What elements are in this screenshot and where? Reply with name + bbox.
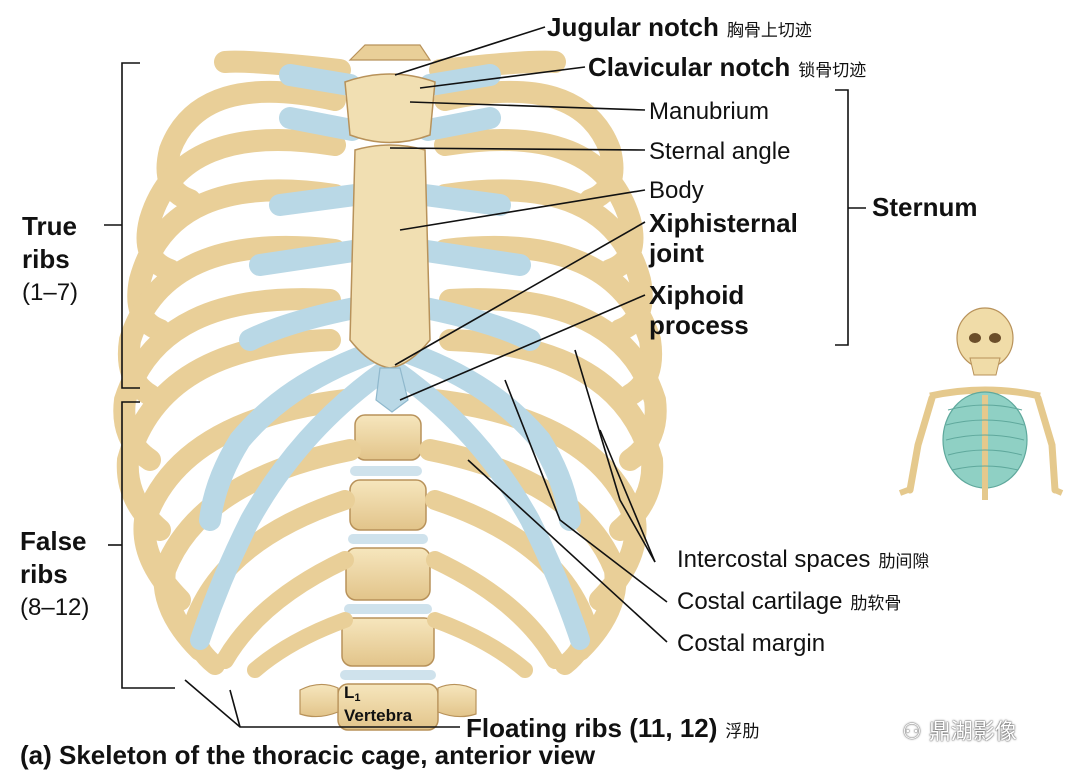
floating-ribs-cn: 浮肋	[725, 722, 759, 742]
clavicular-notch-cn: 锁骨切迹	[798, 61, 866, 81]
label-xiphisternal-joint: Xiphisternal joint	[649, 208, 798, 268]
vertebra-name: Vertebra	[344, 707, 412, 725]
figure-caption: (a) Skeleton of the thoracic cage, anter…	[20, 740, 595, 771]
label-body: Body	[649, 177, 704, 205]
xiphisternal-line1: Xiphisternal	[649, 208, 798, 238]
vertebra-prefix: L	[344, 683, 354, 702]
floating-ribs-text: Floating ribs (11, 12)	[466, 713, 717, 743]
jugular-notch-text: Jugular notch	[547, 12, 719, 42]
intercostal-spaces-cn: 肋间隙	[878, 552, 929, 572]
xiphoid-line2: process	[649, 310, 749, 340]
costal-cartilage-cn: 肋软骨	[850, 594, 901, 614]
label-xiphoid-process: Xiphoid process	[649, 280, 749, 340]
watermark: ⚇ 鼎湖影像	[902, 714, 1017, 746]
false-ribs-line2: ribs	[20, 558, 89, 591]
label-l1-vertebra: L1 Vertebra	[344, 684, 412, 725]
true-ribs-range: (1–7)	[22, 276, 78, 309]
skeleton-inset-figure	[900, 308, 1062, 500]
wechat-icon: ⚇	[902, 720, 929, 745]
true-ribs-line2: ribs	[22, 243, 78, 276]
label-manubrium: Manubrium	[649, 98, 769, 126]
label-false-ribs: False ribs (8–12)	[20, 525, 89, 624]
jugular-notch-cn: 胸骨上切迹	[727, 21, 812, 41]
label-true-ribs: True ribs (1–7)	[22, 210, 78, 309]
xiphisternal-line2: joint	[649, 238, 798, 268]
false-ribs-line1: False	[20, 525, 89, 558]
label-costal-margin: Costal margin	[677, 630, 825, 658]
clavicular-notch-text: Clavicular notch	[588, 52, 790, 82]
label-sternum: Sternum	[872, 192, 977, 223]
costal-cartilage-text: Costal cartilage	[677, 588, 842, 615]
label-clavicular-notch: Clavicular notch 锁骨切迹	[588, 52, 866, 83]
true-ribs-line1: True	[22, 210, 78, 243]
label-jugular-notch: Jugular notch 胸骨上切迹	[547, 12, 812, 43]
xiphoid-line1: Xiphoid	[649, 280, 749, 310]
watermark-text: 鼎湖影像	[929, 720, 1017, 745]
vertebra-subscript: 1	[354, 692, 360, 704]
false-ribs-range: (8–12)	[20, 591, 89, 624]
label-intercostal-spaces: Intercostal spaces 肋间隙	[677, 546, 929, 574]
intercostal-spaces-text: Intercostal spaces	[677, 546, 870, 573]
label-costal-cartilage: Costal cartilage 肋软骨	[677, 588, 901, 616]
label-sternal-angle: Sternal angle	[649, 138, 790, 166]
